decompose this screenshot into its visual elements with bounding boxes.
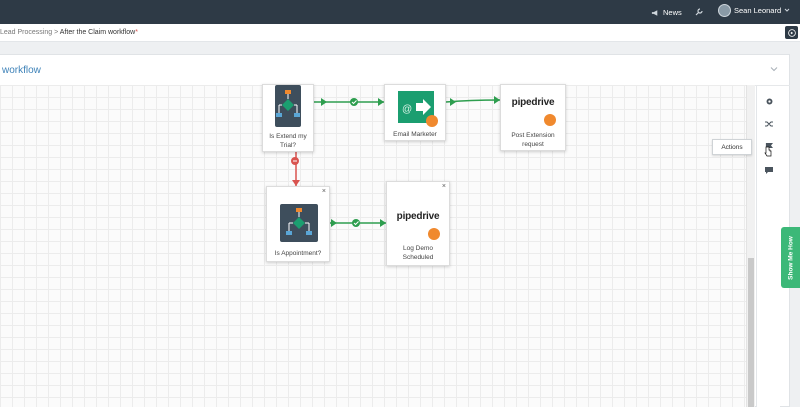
top-navbar: News Sean Leonard [0,0,800,24]
hand-cursor-icon [764,146,772,157]
node-email-marketer[interactable]: @ Email Marketer [384,84,446,141]
tool-strip [756,86,780,407]
news-label: News [663,8,682,17]
connector-extend-to-email[interactable] [313,98,384,106]
gear-icon [766,98,772,104]
panel-title: workflow [2,65,41,76]
news-link[interactable]: News [651,8,682,17]
node-label: Is Extend my Trial? [269,133,307,149]
node-appointment[interactable]: × Is Appointment? [266,186,330,262]
svg-text:@: @ [402,104,412,115]
refresh-badge-icon [428,228,440,240]
user-name: Sean Leonard [734,6,782,15]
node-label: Email Marketer [393,131,437,138]
connector-appointment-to-log[interactable] [330,219,386,227]
decision-icon [280,204,318,242]
workflow-canvas[interactable] [0,85,746,407]
pencil-badge-icon [544,114,556,126]
unsaved-marker: * [135,29,138,36]
node-post-extension[interactable]: pipedrive Post Extension request [500,84,566,151]
arrow-left-icon [787,28,796,37]
decision-icon [275,85,301,127]
close-icon[interactable]: × [321,188,326,195]
node-label: Log Demo Scheduled [402,245,434,261]
shuffle-tool[interactable] [761,116,777,132]
comment-icon [765,166,773,174]
node-label: Is Appointment? [274,250,322,257]
node-log-demo[interactable]: × pipedrive Log Demo Scheduled [386,181,450,266]
breadcrumb-parent[interactable]: Lead Processing [0,29,53,36]
user-menu[interactable]: Sean Leonard [718,4,790,17]
collapse-chevron-icon[interactable] [770,65,778,73]
close-icon[interactable]: × [441,183,446,190]
breadcrumb-current: After the Claim workflow [59,29,136,36]
show-me-how-button[interactable]: Show Me How [781,227,800,288]
show-me-how-label: Show Me How [787,235,794,280]
email-icon: @ [398,91,438,127]
pipedrive-logo: pipedrive [396,211,440,222]
breadcrumb-separator: > [54,29,59,36]
connector-email-to-post[interactable] [445,96,501,106]
settings-tool[interactable] [761,93,777,109]
megaphone-icon [651,9,658,16]
person-badge-icon [426,115,438,127]
breadcrumb-bar: Lead Processing > After the Claim workfl… [0,24,800,42]
comment-tool[interactable] [761,162,777,178]
back-button[interactable] [785,26,798,39]
pipedrive-logo: pipedrive [511,97,555,108]
avatar [718,4,731,17]
canvas-scrollbar[interactable] [746,85,755,407]
shuffle-icon [765,121,773,127]
wrench-icon [695,8,703,16]
scrollbar-thumb[interactable] [748,258,754,407]
settings-link[interactable] [695,8,703,16]
breadcrumb: Lead Processing > After the Claim workfl… [0,29,138,36]
node-label: Post Extension request [511,132,555,148]
node-extend-trial[interactable]: Is Extend my Trial? [262,84,314,152]
actions-tooltip: Actions [712,139,752,155]
connector-extend-to-appointment[interactable] [291,152,300,186]
chevron-down-icon [784,8,790,12]
